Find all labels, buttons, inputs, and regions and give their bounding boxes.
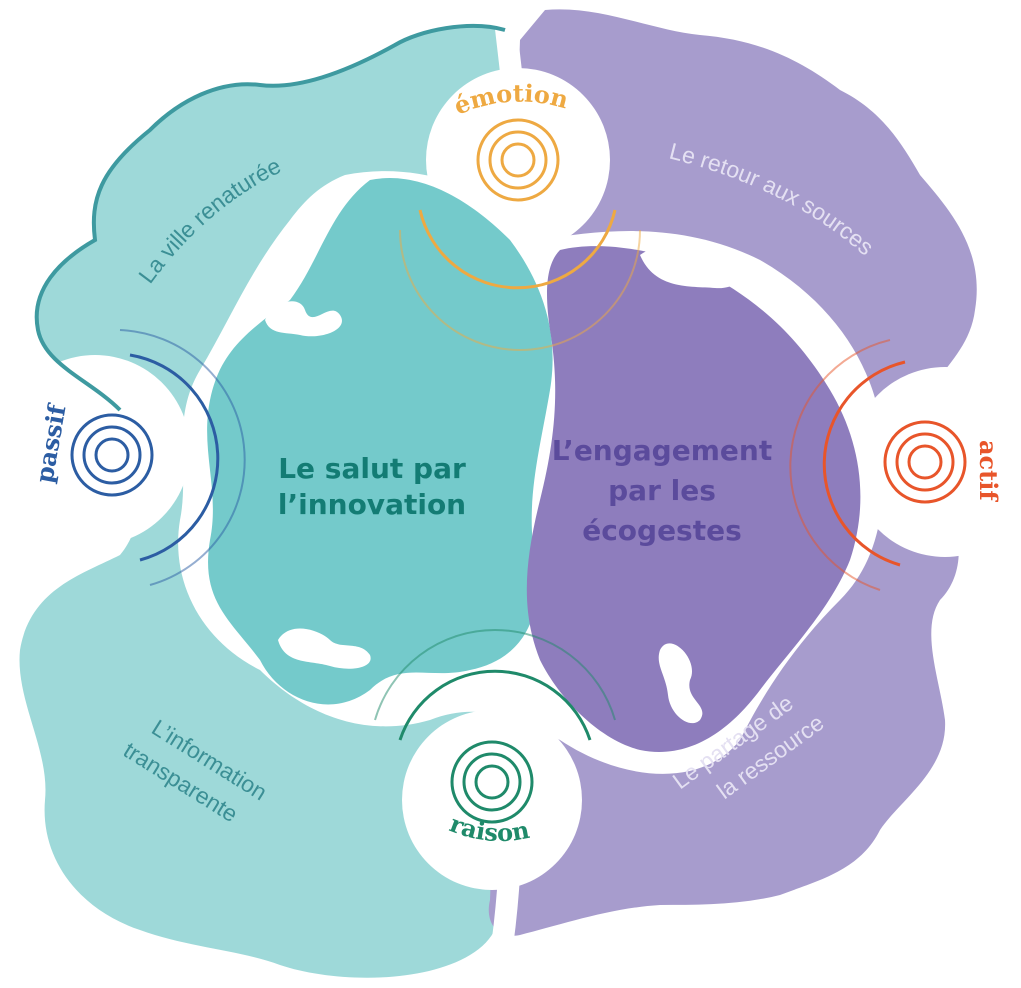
center-left-title-line2: l’innovation (278, 488, 466, 521)
passif-gap (0, 355, 190, 545)
center-right-title-line3: écogestes (582, 514, 742, 547)
pole-right-label: actif (974, 440, 1003, 502)
raison-gap (402, 710, 582, 890)
center-right-title-line1: L’engagement (552, 434, 772, 467)
splash-top (265, 301, 342, 337)
splash-right-bottom (658, 643, 703, 724)
center-right-title-line2: par les (608, 474, 716, 507)
splash-right-top (640, 245, 748, 289)
raison-target-icon (374, 629, 616, 824)
purple-inner-region (526, 246, 861, 752)
emotion-target-icon (399, 118, 641, 351)
actif-target-icon (789, 339, 967, 591)
teal-outer-border (34, 23, 506, 412)
center-left-title-line1: Le salut par (278, 452, 466, 485)
passif-target-icon (70, 329, 246, 586)
splash-bottom (278, 628, 371, 669)
actif-gap (850, 367, 1021, 557)
